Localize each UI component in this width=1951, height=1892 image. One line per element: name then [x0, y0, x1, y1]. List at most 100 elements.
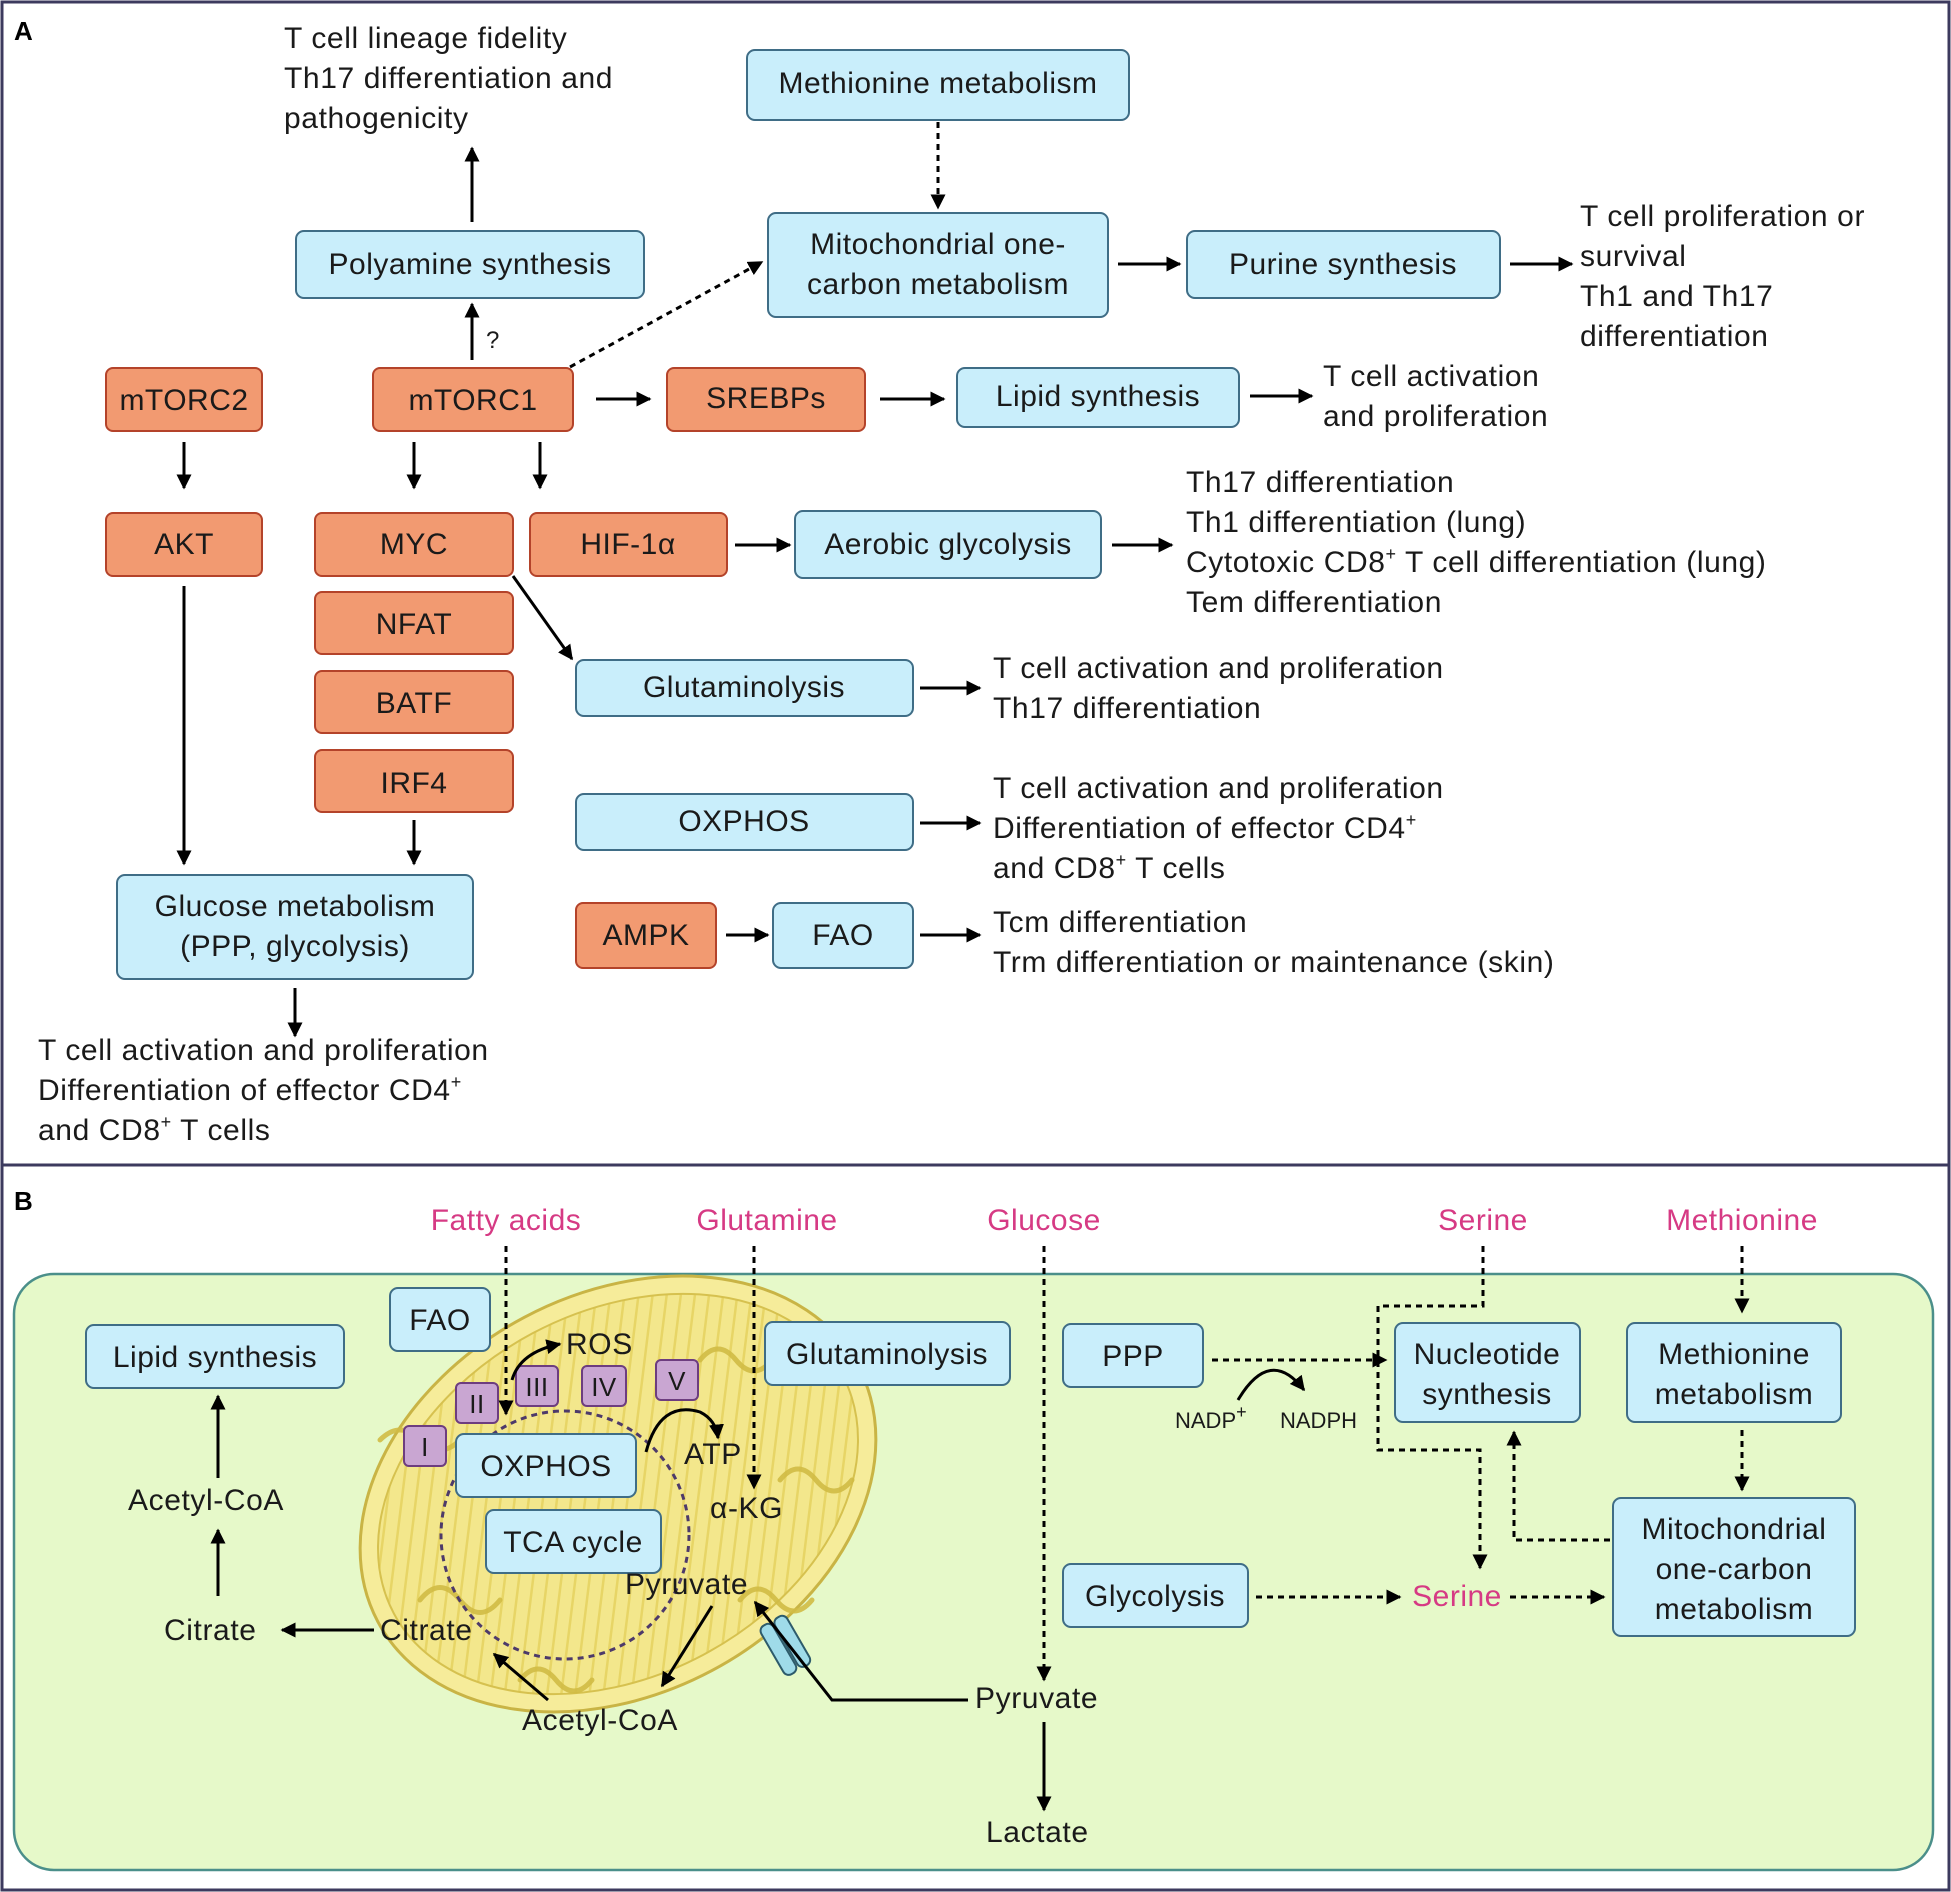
- panel-a-letter: A: [14, 16, 33, 46]
- b-methionine-box: Methionine metabolism: [1626, 1322, 1842, 1423]
- mtorc2-box: mTORC2: [105, 367, 263, 432]
- b-mito-label-2: one-carbon: [1656, 1553, 1813, 1586]
- glucose-outcome-2: Differentiation of effector CD4+: [38, 1072, 462, 1107]
- glucose-metabolism-label-1: Glucose metabolism: [155, 890, 436, 923]
- matrix-boundary: [439, 1409, 691, 1661]
- polyamine-synthesis-box: Polyamine synthesis: [295, 230, 645, 299]
- lipid-outcome-1: T cell activation: [1323, 360, 1539, 393]
- panel-b: B I II: [12, 1186, 1935, 1872]
- label-pyruvate-inner: Pyruvate: [625, 1568, 748, 1601]
- label-pyruvate-outer: Pyruvate: [975, 1682, 1098, 1715]
- oxphos-label: OXPHOS: [678, 805, 809, 838]
- purine-outcome-4: differentiation: [1580, 320, 1769, 353]
- arrow-mtorc1-to-mito: [569, 260, 764, 369]
- nfat-label: NFAT: [376, 608, 452, 641]
- arrow-atp: [644, 1408, 724, 1453]
- arrow-pyruvate-import: [753, 1600, 968, 1702]
- b-nucleotide-label-1: Nucleotide: [1414, 1338, 1561, 1371]
- nfat-box: NFAT: [314, 591, 514, 655]
- b-tca-cycle-box: TCA cycle: [485, 1509, 662, 1574]
- panel-a-arrows: ?: [176, 122, 1574, 1038]
- purine-outcome-3: Th1 and Th17: [1580, 280, 1773, 313]
- panel-b-arrows: [210, 1246, 1750, 1812]
- srebps-box: SREBPs: [666, 367, 866, 432]
- b-glutaminolysis-box: Glutaminolysis: [764, 1321, 1011, 1386]
- purine-outcome-2: survival: [1580, 240, 1687, 273]
- batf-label: BATF: [376, 687, 452, 720]
- complex-ii-label: II: [469, 1389, 484, 1419]
- arrow-myc-to-glutaminolysis: [511, 575, 574, 661]
- nutrient-glutamine: Glutamine: [696, 1204, 837, 1237]
- arrow-acetylcoa-to-citrate: [492, 1652, 549, 1702]
- complex-v: V: [655, 1359, 699, 1401]
- fao-box: FAO: [772, 902, 914, 969]
- arrow-mito-to-nucleotide: [1506, 1430, 1610, 1542]
- b-ppp-box: PPP: [1062, 1323, 1204, 1388]
- nutrient-methionine: Methionine: [1666, 1204, 1818, 1237]
- b-oxphos-label: OXPHOS: [480, 1450, 611, 1483]
- lipid-outcome: T cell activation and proliferation: [1323, 360, 1548, 433]
- polyamine-outcome-2: Th17 differentiation and: [284, 62, 613, 95]
- mtorc1-box: mTORC1: [372, 367, 574, 432]
- polyamine-outcome: T cell lineage fidelity Th17 differentia…: [284, 22, 613, 135]
- arrow-serine-uptake: [1376, 1246, 1488, 1570]
- arrow-ros: [510, 1339, 562, 1381]
- mtorc1-label: mTORC1: [408, 384, 537, 417]
- glucose-metabolism-box: Glucose metabolism (PPP, glycolysis): [116, 874, 474, 980]
- oxphos-outcome-3: and CD8+ T cells: [993, 850, 1225, 885]
- b-methionine-label-1: Methionine: [1658, 1338, 1810, 1371]
- complex-i-label: I: [421, 1432, 429, 1462]
- b-lipid-synthesis-box: Lipid synthesis: [85, 1324, 345, 1389]
- nutrient-glucose: Glucose: [987, 1204, 1101, 1237]
- purine-outcome-1: T cell proliferation or: [1580, 200, 1865, 233]
- srebps-label: SREBPs: [706, 382, 826, 415]
- label-lactate: Lactate: [986, 1816, 1089, 1849]
- b-oxphos-box: OXPHOS: [455, 1433, 637, 1498]
- polyamine-outcome-1: T cell lineage fidelity: [284, 22, 567, 55]
- b-tca-cycle-label: TCA cycle: [503, 1526, 643, 1559]
- purine-outcome: T cell proliferation or survival Th1 and…: [1580, 200, 1865, 353]
- glucose-outcome-1: T cell activation and proliferation: [38, 1034, 489, 1067]
- complex-i: I: [403, 1425, 447, 1467]
- glucose-outcome-3: and CD8+ T cells: [38, 1112, 270, 1147]
- akt-box: AKT: [105, 512, 263, 577]
- aerobic-outcome-2: Th1 differentiation (lung): [1186, 506, 1526, 539]
- glutaminolysis-outcome: T cell activation and proliferation Th17…: [993, 652, 1444, 725]
- aerobic-glycolysis-box: Aerobic glycolysis: [794, 510, 1102, 579]
- question-mark: ?: [486, 327, 499, 354]
- b-mito-label-1: Mitochondrial: [1642, 1513, 1827, 1546]
- aerobic-outcome-3: Cytotoxic CD8+ T cell differentiation (l…: [1186, 544, 1767, 579]
- myc-box: MYC: [314, 512, 514, 577]
- fao-outcome: Tcm differentiation Trm differentiation …: [993, 906, 1554, 979]
- myc-label: MYC: [380, 528, 448, 561]
- complex-v-label: V: [668, 1366, 686, 1396]
- mtorc2-label: mTORC2: [119, 384, 248, 417]
- label-citrate-outer: Citrate: [164, 1614, 257, 1647]
- label-acetyl-coa-outer: Acetyl-CoA: [128, 1484, 284, 1517]
- b-mito-label-3: metabolism: [1655, 1593, 1813, 1626]
- glutaminolysis-outcome-1: T cell activation and proliferation: [993, 652, 1444, 685]
- b-ppp-label: PPP: [1102, 1340, 1164, 1373]
- label-citrate-inner: Citrate: [380, 1614, 473, 1647]
- hif1a-box: HIF-1α: [529, 512, 728, 577]
- b-glycolysis-box: Glycolysis: [1062, 1563, 1249, 1628]
- b-lipid-synthesis-label: Lipid synthesis: [113, 1341, 317, 1374]
- complex-iv-label: IV: [591, 1372, 617, 1402]
- polyamine-synthesis-label: Polyamine synthesis: [329, 248, 612, 281]
- nutrient-serine: Serine: [1438, 1204, 1528, 1237]
- fao-outcome-1: Tcm differentiation: [993, 906, 1247, 939]
- oxphos-outcome-2: Differentiation of effector CD4+: [993, 810, 1417, 845]
- label-acetyl-coa-inner: Acetyl-CoA: [522, 1704, 678, 1737]
- irf4-box: IRF4: [314, 749, 514, 813]
- methionine-metabolism-label: Methionine metabolism: [779, 67, 1098, 100]
- oxphos-outcome-1: T cell activation and proliferation: [993, 772, 1444, 805]
- b-nucleotide-box: Nucleotide synthesis: [1394, 1322, 1581, 1423]
- b-fao-box: FAO: [389, 1287, 491, 1352]
- ampk-box: AMPK: [575, 902, 717, 969]
- glutaminolysis-outcome-2: Th17 differentiation: [993, 692, 1261, 725]
- complex-iii-label: III: [525, 1372, 548, 1402]
- arrow-pyruvate-to-acetylcoa: [660, 1605, 714, 1688]
- lipid-outcome-2: and proliferation: [1323, 400, 1548, 433]
- aerobic-outcome-4: Tem differentiation: [1186, 586, 1442, 619]
